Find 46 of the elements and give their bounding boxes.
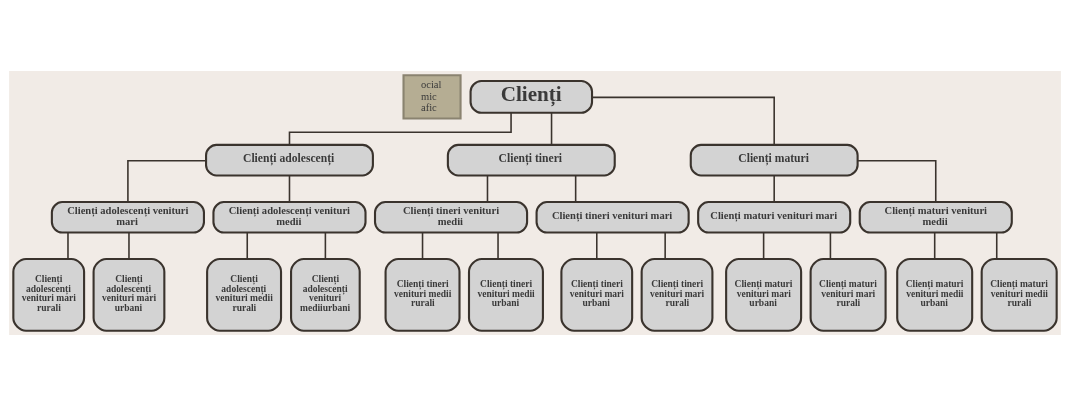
node-box: Clienți maturi venituri medii urbani [896,257,974,332]
node-box: Clienți adolescenți venituri medii [212,200,367,234]
node-box: Clienți tineri venituri mari rurali [640,257,714,332]
connector [664,231,666,260]
label: afic [420,102,437,114]
connector [773,175,775,203]
connector [857,159,937,203]
node-box: Clienți maturi venituri mari rurali [809,257,887,332]
node-box: Clienți maturi venituri medii [858,200,1013,234]
connector [550,112,553,146]
node-box: Clienți [469,79,594,114]
connector [288,112,512,146]
node-box: Clienți adolescenți venituri medii rurali [206,257,283,332]
connector [995,231,998,260]
connector [829,231,832,260]
node-box: Clienți adolescenți venituri mari urbani [92,257,166,332]
connector [933,231,936,260]
connector [324,231,327,260]
connector [246,231,249,260]
connector [591,96,775,146]
connector [486,175,489,203]
node-box: Clienți tineri venituri medii urbani [467,257,544,332]
node-box: Clienți maturi [689,143,859,177]
label: ocial [420,78,442,90]
node-box: Clienți tineri venituri mari urbani [560,257,634,332]
node-box: Clienți maturi venituri mari [697,200,852,234]
connector [288,175,291,203]
connector [497,231,499,260]
node-box: Clienți tineri venituri medii rurali [384,257,461,332]
connector [762,231,765,260]
node-box: Clienți maturi venituri mari urbani [725,257,803,332]
node-box: Clienți maturi venituri medii rurali [980,257,1058,332]
node-box: Clienți adolescenți venituri mari [50,200,205,234]
connector [421,231,424,260]
node-box: Clienți tineri venituri medii [373,200,529,234]
connector [67,231,69,260]
connector [128,231,130,260]
node-box: Clienți adolescenți venituri mari rurali [12,257,86,332]
connector [596,231,598,260]
node-box: Clienți tineri venituri mari [535,200,690,234]
connector [574,175,577,203]
node-box: Clienți adolescenți [205,143,374,177]
node-box: Clienți adolescenți venituri mediiurbani [290,257,361,332]
node-box: Clienți tineri [446,143,616,177]
connector [127,159,207,203]
label: mic [420,90,437,102]
